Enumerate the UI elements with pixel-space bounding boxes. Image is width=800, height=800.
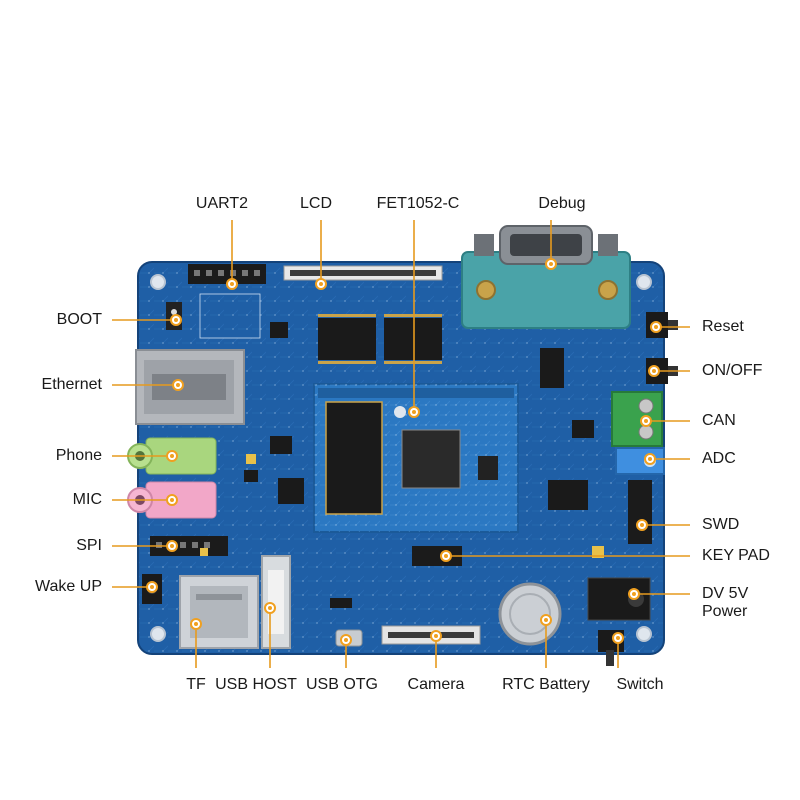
leader-dot-core-key-pad (444, 554, 448, 558)
leader-dot-core-debug (549, 262, 553, 266)
module-chip-ram (325, 401, 383, 515)
uart2-header (188, 264, 266, 284)
leader-dot-core-swd (640, 523, 644, 527)
leader-dot-core-camera (434, 634, 438, 638)
label-boot: BOOT (56, 311, 102, 328)
leader-dot-core-boot (174, 318, 178, 322)
label-swd: SWD (702, 516, 740, 533)
label-lcd: LCD (299, 195, 333, 212)
label-wake-up: Wake UP (35, 578, 102, 595)
mount-hole-bl (150, 626, 166, 642)
leader-dot-core-phone (170, 454, 174, 458)
leader-dot-core-spi (170, 544, 174, 548)
label-usb-host: USB HOST (215, 676, 297, 693)
label-usb-otg: USB OTG (305, 676, 379, 693)
leader-dot-core-switch (616, 636, 620, 640)
leader-dot-core-can (644, 419, 648, 423)
module-chip-mcu (401, 429, 461, 489)
leader-dot-core-wake-up (150, 585, 154, 589)
label-reset: Reset (702, 318, 744, 335)
label-can: CAN (702, 412, 736, 429)
label-ethernet: Ethernet (41, 376, 102, 393)
leader-dot-core-on-off (652, 369, 656, 373)
leader-dot-core-dv5v (632, 592, 636, 596)
leader-dot-core-lcd (319, 282, 323, 286)
label-phone: Phone (55, 447, 102, 464)
swd-header (628, 480, 652, 544)
label-mic: MIC (72, 491, 102, 508)
mount-hole-tr (636, 274, 652, 290)
leader-dot-core-mic (170, 498, 174, 502)
ram-chip-1 (318, 318, 376, 360)
leader-dot-core-tf (194, 622, 198, 626)
label-key-pad: KEY PAD (702, 547, 770, 564)
label-fet1052c: FET1052-C (376, 195, 460, 212)
leader-dot-core-ethernet (176, 383, 180, 387)
label-tf: TF (186, 676, 206, 693)
leader-dot-core-fet1052c (412, 410, 416, 414)
leader-dot-core-usb-otg (344, 638, 348, 642)
label-uart2: UART2 (195, 195, 249, 212)
ram-chip-2 (384, 318, 442, 360)
label-dv5v-power: DV 5V Power (702, 585, 748, 622)
leader-dot-core-reset (654, 325, 658, 329)
label-debug: Debug (538, 195, 586, 212)
key-pad-header (412, 546, 462, 566)
leader-dot-core-adc (648, 457, 652, 461)
mount-hole-tl (150, 274, 166, 290)
label-rtc-battery: RTC Battery (502, 676, 590, 693)
label-spi: SPI (76, 537, 102, 554)
leader-dot-core-rtc-battery (544, 618, 548, 622)
label-on-off: ON/OFF (702, 362, 763, 379)
label-switch: Switch (616, 676, 664, 693)
leader-dot-core-usb-host (268, 606, 272, 610)
label-adc: ADC (702, 450, 736, 467)
rtc-battery (498, 582, 562, 646)
leader-dot-core-uart2 (230, 282, 234, 286)
label-dv5v-line2: Power (702, 603, 748, 621)
label-dv5v-line1: DV 5V (702, 585, 749, 602)
can-terminal (611, 391, 663, 447)
label-camera: Camera (407, 676, 465, 693)
mount-hole-br (636, 626, 652, 642)
